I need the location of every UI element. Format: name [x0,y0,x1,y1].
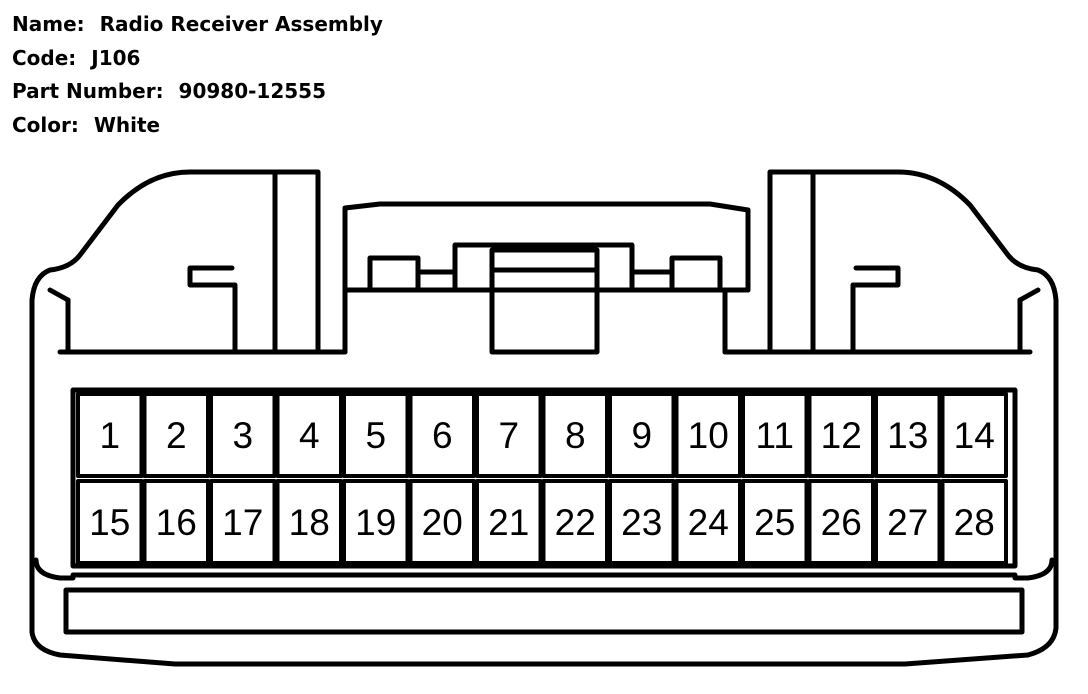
pin-label-26: 26 [821,502,862,543]
pin-label-24: 24 [688,502,729,543]
pin-cell-21 [475,479,543,565]
pin-cell-12 [807,392,875,478]
pin-label-16: 16 [156,502,197,543]
pin-label-13: 13 [887,415,928,456]
pin-cell-3 [209,392,277,478]
pin-cell-2 [142,392,210,478]
pin-cell-9 [608,392,676,478]
pin-label-10: 10 [688,415,729,456]
pin-cell-8 [541,392,609,478]
pin-label-2: 2 [166,415,187,456]
pin-label-3: 3 [232,415,253,456]
right-inner-notch [850,265,1023,355]
pin-cell-13 [874,392,942,478]
name-value: Radio Receiver Assembly [99,12,383,36]
pin-cell-19 [342,479,410,565]
pin-cell-14 [940,392,1008,478]
pin-cell-11 [741,392,809,478]
pin-cell-5 [342,392,410,478]
part-number-row: Part Number: 90980-12555 [12,75,383,109]
pin-cell-22 [541,479,609,565]
left-inner-notch [65,265,238,355]
color-value: White [93,112,161,137]
pin-frame [70,387,1018,569]
right-inner-notch-detail [1017,287,1041,303]
pin-label-17: 17 [222,502,263,543]
pin-label-9: 9 [631,415,652,456]
pin-label-19: 19 [355,502,396,543]
pin-cell-6 [408,392,476,478]
left-latch-tower [272,169,321,355]
pin-label-5: 5 [365,415,386,456]
connector-housing-outline [29,169,1059,667]
pin-label-6: 6 [432,415,453,456]
name-label: Name: [12,12,85,36]
pin-cell-17 [209,479,277,565]
code-label: Code: [12,45,77,70]
pin-label-11: 11 [756,415,794,456]
right-latch-tower [767,169,816,355]
pin-cell-10 [674,392,742,478]
pin-cell-1 [76,392,144,478]
pin-label-12: 12 [821,415,862,456]
pin-cell-16 [142,479,210,565]
center-lock-tabs [342,242,751,293]
pin-label-14: 14 [954,415,995,456]
pin-label-7: 7 [498,415,519,456]
pin-label-28: 28 [954,502,995,543]
pin-cell-15 [76,479,144,565]
name-row: Name: Radio Receiver Assembly [12,8,383,42]
bottom-lip [33,557,1055,635]
pin-label-8: 8 [565,415,586,456]
pin-cell-26 [807,479,875,565]
color-label: Color: [12,112,79,137]
pin-cell-27 [874,479,942,565]
connector-info: Name: Radio Receiver Assembly Code: J106… [12,8,383,142]
pin-cell-24 [674,479,742,565]
pin-label-20: 20 [422,502,463,543]
pin-label-1: 1 [99,415,120,456]
pin-label-27: 27 [887,502,928,543]
pin-label-25: 25 [754,502,795,543]
pin-cell-7 [475,392,543,478]
pin-label-15: 15 [89,502,130,543]
pin-label-23: 23 [621,502,662,543]
pin-cell-18 [275,479,343,565]
pin-cell-20 [408,479,476,565]
pin-cell-23 [608,479,676,565]
code-value: J106 [91,45,141,70]
code-row: Code: J106 [12,42,383,76]
pin-label-18: 18 [289,502,330,543]
part-number-label: Part Number: [12,79,164,103]
pin-cell-28 [940,479,1008,565]
pin-cell-25 [741,479,809,565]
pin-label-21: 21 [488,502,529,543]
center-lock-cover [315,201,773,355]
color-row: Color: White [12,109,383,143]
left-inner-notch-detail [47,287,71,303]
pin-cell-4 [275,392,343,478]
part-number-value: 90980-12555 [178,79,326,103]
pin-label-22: 22 [555,502,596,543]
center-lock-window [489,247,600,355]
pin-label-4: 4 [299,415,320,456]
